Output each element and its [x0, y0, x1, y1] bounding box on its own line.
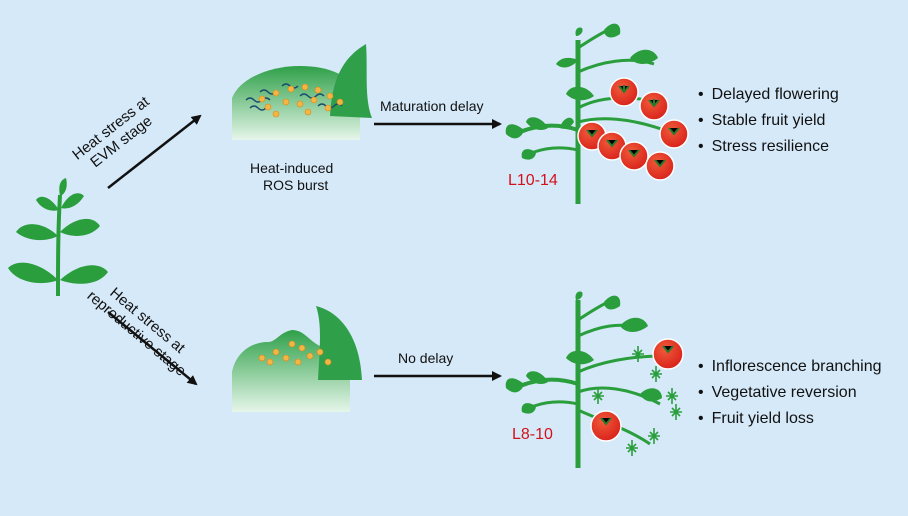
outcome-item: Stress resilience	[698, 138, 839, 156]
outcome-item: Fruit yield loss	[698, 410, 882, 428]
outcomes-top-list: Delayed flowering Stable fruit yield Str…	[698, 86, 839, 164]
tomato-fruit-icon	[590, 338, 684, 442]
maturation-delay-label: Maturation delay	[380, 98, 484, 114]
tomato-plant-top-icon	[505, 23, 689, 204]
arrow-to-evm	[107, 114, 202, 189]
outcome-item: Vegetative reversion	[698, 384, 882, 402]
stage-label-top: L10-14	[508, 172, 558, 189]
ros-burst-caption: Heat-induced ROS burst	[250, 160, 333, 194]
outcome-item: Inflorescence branching	[698, 358, 882, 376]
seedling-icon	[8, 178, 108, 297]
ros-caption-line2: ROS burst	[262, 176, 329, 193]
tomato-fruit-icon	[577, 77, 689, 181]
outcome-item: Delayed flowering	[698, 86, 839, 104]
meristem-evm-icon	[232, 44, 372, 140]
no-delay-label: No delay	[398, 350, 454, 366]
outcome-item: Stable fruit yield	[698, 112, 839, 130]
stage-label-bottom: L8-10	[512, 426, 553, 443]
meristem-reproductive-icon	[232, 306, 362, 412]
arrow-to-reproductive	[107, 311, 198, 386]
flower-sepal-icon	[592, 346, 682, 456]
tomato-plant-bottom-icon	[505, 291, 684, 468]
outcomes-bottom-list: Inflorescence branching Vegetative rever…	[698, 358, 882, 436]
ros-caption-line1: Heat-induced	[250, 160, 334, 176]
